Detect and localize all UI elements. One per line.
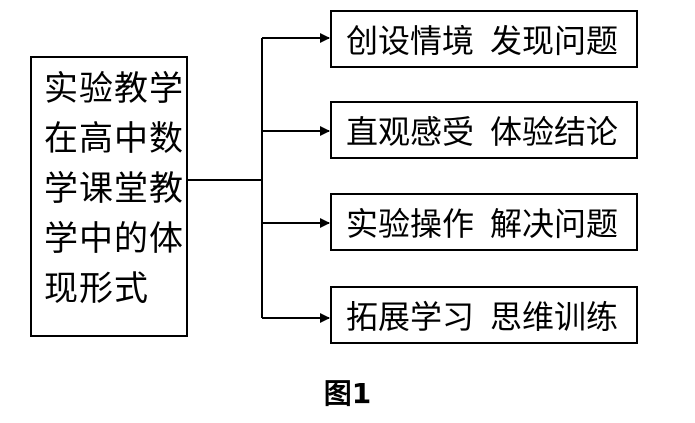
main-topic-line-5: 现形式 bbox=[44, 269, 149, 309]
step-4-part-b: 思维训练 bbox=[490, 298, 619, 336]
step-box-1: 创设情境发现问题 bbox=[330, 10, 638, 68]
step-4-part-a: 拓展学习 bbox=[346, 298, 475, 336]
figure-caption: 图1 bbox=[323, 377, 372, 410]
step-box-3: 实验操作解决问题 bbox=[330, 193, 638, 251]
main-topic-line-4: 学中的体 bbox=[44, 219, 184, 259]
main-topic-line-2: 在高中数 bbox=[44, 119, 184, 159]
step-2-part-b: 体验结论 bbox=[490, 113, 619, 151]
step-3-part-a: 实验操作 bbox=[346, 205, 475, 243]
step-box-2: 直观感受体验结论 bbox=[330, 101, 638, 159]
step-box-4: 拓展学习思维训练 bbox=[330, 286, 638, 344]
step-1-part-a: 创设情境 bbox=[346, 22, 475, 60]
main-topic-box: 实验教学 在高中数 学课堂教 学中的体 现形式 bbox=[30, 56, 188, 337]
step-3-part-b: 解决问题 bbox=[490, 205, 619, 243]
step-2-part-a: 直观感受 bbox=[346, 113, 475, 151]
main-topic-line-3: 学课堂教 bbox=[44, 169, 184, 209]
step-1-part-b: 发现问题 bbox=[490, 22, 619, 60]
main-topic-line-1: 实验教学 bbox=[44, 69, 184, 109]
